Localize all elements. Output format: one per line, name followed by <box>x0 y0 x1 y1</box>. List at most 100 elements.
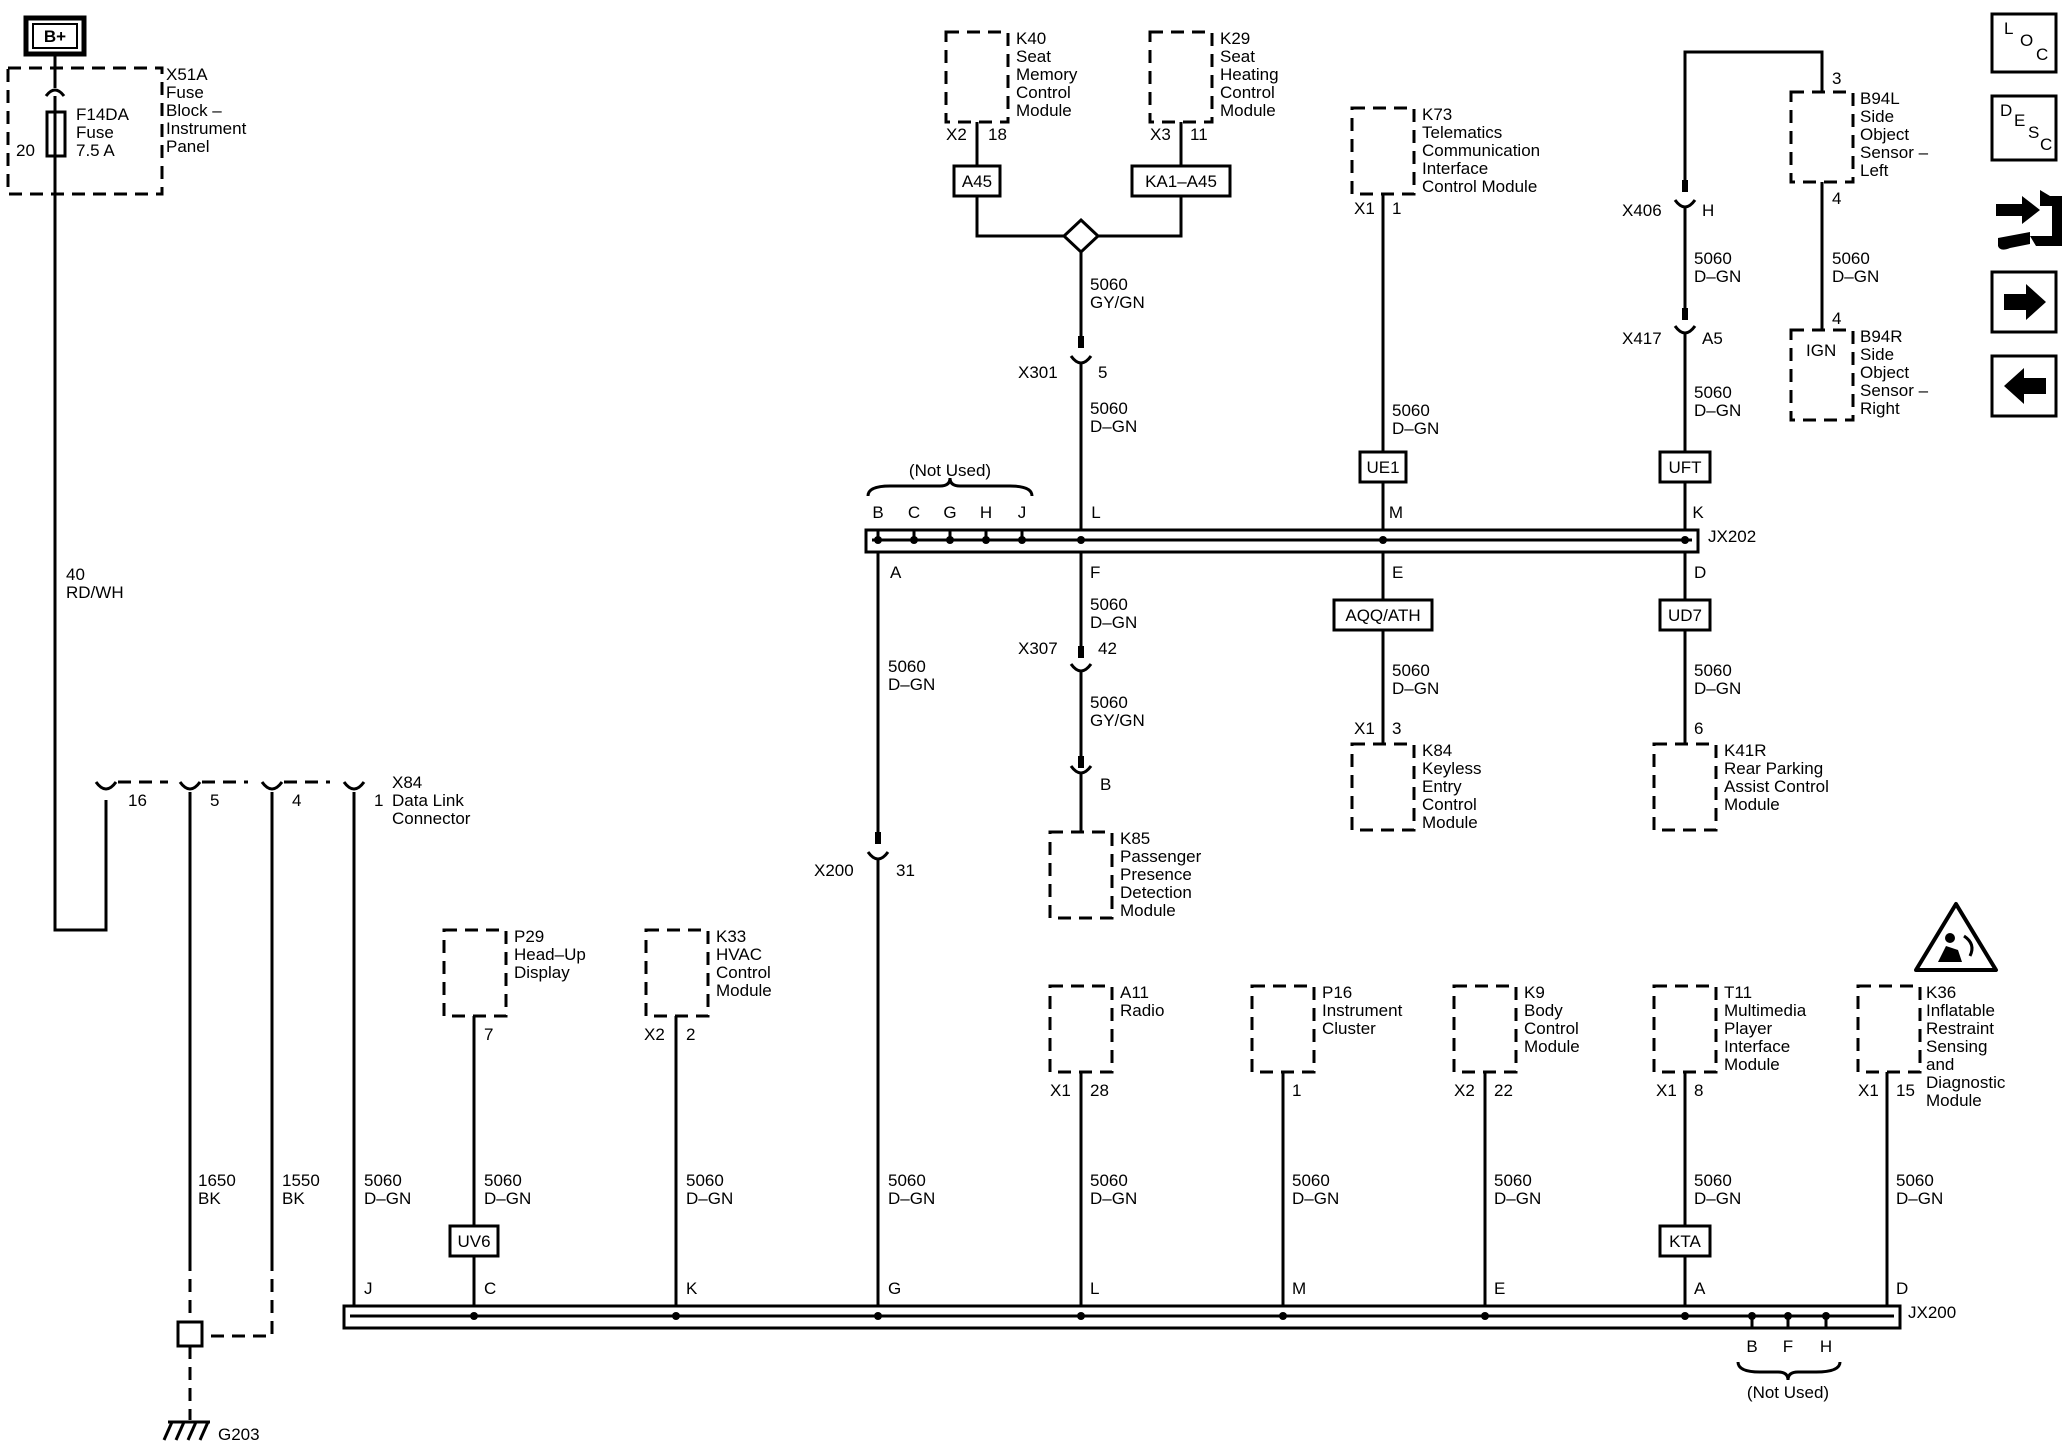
svg-text:5060: 5060 <box>1090 693 1128 712</box>
svg-text:M: M <box>1389 503 1403 522</box>
wire-color-rdwh: RD/WH <box>66 583 124 602</box>
svg-text:E: E <box>1494 1279 1505 1298</box>
svg-text:F: F <box>1090 563 1100 582</box>
svg-text:H: H <box>1820 1337 1832 1356</box>
svg-text:HVAC: HVAC <box>716 945 762 964</box>
svg-text:E: E <box>1392 563 1403 582</box>
svg-text:20: 20 <box>16 141 35 160</box>
inline-connector-x301: X301 5 <box>1018 336 1107 382</box>
svg-text:4: 4 <box>1832 309 1841 328</box>
svg-text:Sensing: Sensing <box>1926 1037 1987 1056</box>
svg-text:D–GN: D–GN <box>364 1189 411 1208</box>
svg-text:5060: 5060 <box>1090 275 1128 294</box>
svg-text:K: K <box>686 1279 698 1298</box>
arrow-left-button[interactable] <box>1990 354 2058 418</box>
option-ka1-a45: KA1–A45 <box>1145 172 1217 191</box>
svg-text:7: 7 <box>484 1025 493 1044</box>
svg-text:D: D <box>1896 1279 1908 1298</box>
svg-text:GY/GN: GY/GN <box>1090 293 1145 312</box>
svg-text:Module: Module <box>1926 1091 1982 1110</box>
svg-text:A: A <box>1694 1279 1706 1298</box>
option-a45: A45 <box>962 172 992 191</box>
svg-text:S: S <box>2028 123 2039 142</box>
svg-text:7.5 A: 7.5 A <box>76 141 115 160</box>
svg-text:Restraint: Restraint <box>1926 1019 1994 1038</box>
option-kta: KTA <box>1669 1232 1701 1251</box>
option-ue1: UE1 <box>1366 458 1399 477</box>
svg-text:Side: Side <box>1860 345 1894 364</box>
ground-splice <box>176 1320 204 1348</box>
svg-text:D–GN: D–GN <box>888 675 935 694</box>
svg-text:IGN: IGN <box>1806 341 1836 360</box>
svg-text:X1: X1 <box>1354 199 1375 218</box>
svg-text:3: 3 <box>1392 719 1401 738</box>
svg-text:A11: A11 <box>1120 983 1149 1002</box>
svg-text:G: G <box>943 503 956 522</box>
svg-text:X2: X2 <box>1454 1081 1475 1100</box>
svg-text:Module: Module <box>1724 795 1780 814</box>
option-uft: UFT <box>1668 458 1701 477</box>
module-p29: P29 Head–Up Display 7 <box>442 927 586 1044</box>
svg-text:J: J <box>1018 503 1027 522</box>
svg-text:5060: 5060 <box>1392 661 1430 680</box>
svg-text:Communication: Communication <box>1422 141 1540 160</box>
svg-text:Object: Object <box>1860 125 1909 144</box>
svg-text:5060: 5060 <box>1090 399 1128 418</box>
svg-text:K73: K73 <box>1422 105 1452 124</box>
svg-text:(Not Used): (Not Used) <box>909 461 991 480</box>
svg-text:K33: K33 <box>716 927 746 946</box>
svg-text:1: 1 <box>1392 199 1401 218</box>
svg-text:31: 31 <box>896 861 915 880</box>
svg-text:G203: G203 <box>218 1425 260 1444</box>
svg-text:X3: X3 <box>1150 125 1171 144</box>
svg-text:Detection: Detection <box>1120 883 1192 902</box>
svg-text:D–GN: D–GN <box>1694 679 1741 698</box>
option-splice <box>1061 217 1101 255</box>
svg-text:D–GN: D–GN <box>1292 1189 1339 1208</box>
svg-text:Control: Control <box>716 963 771 982</box>
data-link-connector-x84: 16 5 4 1 X84 Data Link Connector <box>94 773 471 828</box>
module-a11: A11 Radio X1 28 <box>1048 983 1164 1100</box>
svg-text:Assist Control: Assist Control <box>1724 777 1829 796</box>
svg-text:D–GN: D–GN <box>1832 267 1879 286</box>
ground-g203: G203 <box>162 1420 260 1444</box>
svg-text:JX202: JX202 <box>1708 527 1756 546</box>
svg-text:2: 2 <box>686 1025 695 1044</box>
svg-text:D–GN: D–GN <box>1694 1189 1741 1208</box>
connector-view-icon[interactable] <box>1996 190 2062 250</box>
svg-text:D–GN: D–GN <box>888 1189 935 1208</box>
module-k9: K9 Body Control Module X2 22 <box>1452 983 1580 1100</box>
svg-text:K: K <box>1692 503 1704 522</box>
svg-text:Module: Module <box>1524 1037 1580 1056</box>
svg-text:C: C <box>484 1279 496 1298</box>
svg-text:K84: K84 <box>1422 741 1452 760</box>
svg-text:K9: K9 <box>1524 983 1545 1002</box>
svg-text:5: 5 <box>210 791 219 810</box>
module-k84: X1 3 K84 Keyless Entry Control Module <box>1350 719 1482 832</box>
svg-text:Cluster: Cluster <box>1322 1019 1376 1038</box>
svg-text:5: 5 <box>1098 363 1107 382</box>
svg-text:F14DA: F14DA <box>76 105 130 124</box>
svg-text:P16: P16 <box>1322 983 1352 1002</box>
svg-text:Inflatable: Inflatable <box>1926 1001 1995 1020</box>
description-button[interactable]: D E S C <box>1990 94 2058 162</box>
location-button[interactable]: L O C <box>1990 12 2058 74</box>
svg-text:15: 15 <box>1896 1081 1915 1100</box>
svg-text:M: M <box>1292 1279 1306 1298</box>
svg-text:E: E <box>2014 111 2025 130</box>
svg-text:Connector: Connector <box>392 809 471 828</box>
fuse-f14da: 20 F14DA Fuse 7.5 A <box>16 68 130 160</box>
svg-text:5060: 5060 <box>1832 249 1870 268</box>
svg-text:Display: Display <box>514 963 570 982</box>
svg-text:B: B <box>872 503 883 522</box>
arrow-right-button[interactable] <box>1990 270 2058 334</box>
svg-text:4: 4 <box>292 791 301 810</box>
svg-text:Seat: Seat <box>1220 47 1255 66</box>
splice-pack-jx202: (Not Used) B C G H J L M K JX202 A F E D <box>864 461 1756 582</box>
svg-text:D–GN: D–GN <box>1090 1189 1137 1208</box>
svg-text:Telematics: Telematics <box>1422 123 1502 142</box>
svg-text:D–GN: D–GN <box>1694 267 1741 286</box>
inline-connector-x406: X406 H <box>1622 180 1714 220</box>
svg-text:O: O <box>2020 31 2033 50</box>
svg-text:K36: K36 <box>1926 983 1956 1002</box>
